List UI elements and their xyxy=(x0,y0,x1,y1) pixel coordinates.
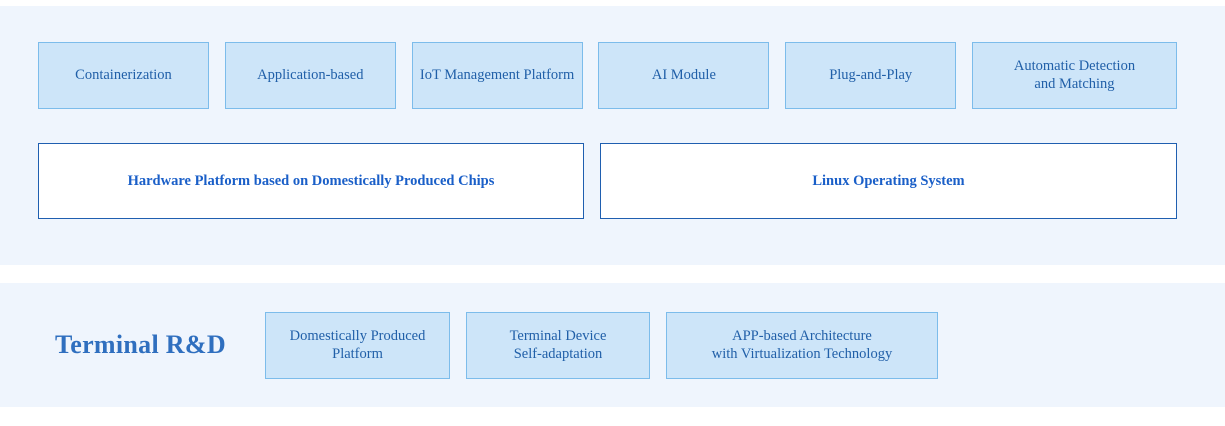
capability-chip-ai-module[interactable]: AI Module xyxy=(598,42,770,109)
foundation-box-label: Hardware Platform based on Domestically … xyxy=(127,172,495,189)
capability-chip-plug-and-play[interactable]: Plug-and-Play xyxy=(785,42,957,109)
capability-chip-label: Application-based xyxy=(257,66,364,83)
capability-chip-iot-management-platform[interactable]: IoT Management Platform xyxy=(411,42,583,109)
capability-chip-application-based[interactable]: Application-based xyxy=(224,42,396,109)
section-title-terminal-rnd: Terminal R&D xyxy=(55,330,226,359)
capability-chip-label: IoT Management Platform xyxy=(419,66,575,83)
capability-chip-containerization[interactable]: Containerization xyxy=(38,42,209,109)
capability-chip-label: Containerization xyxy=(75,66,172,83)
foundation-box-hardware-platform[interactable]: Hardware Platform based on Domestically … xyxy=(38,143,584,219)
capability-chip-row: Containerization Application-based IoT M… xyxy=(38,42,1177,109)
capability-chip-label: Plug-and-Play xyxy=(829,66,913,83)
foundation-box-label: Linux Operating System xyxy=(812,172,965,189)
capability-chip-label: AI Module xyxy=(651,66,716,83)
foundation-box-linux-operating-system[interactable]: Linux Operating System xyxy=(600,143,1177,219)
foundation-row: Hardware Platform based on Domestically … xyxy=(38,143,1177,219)
